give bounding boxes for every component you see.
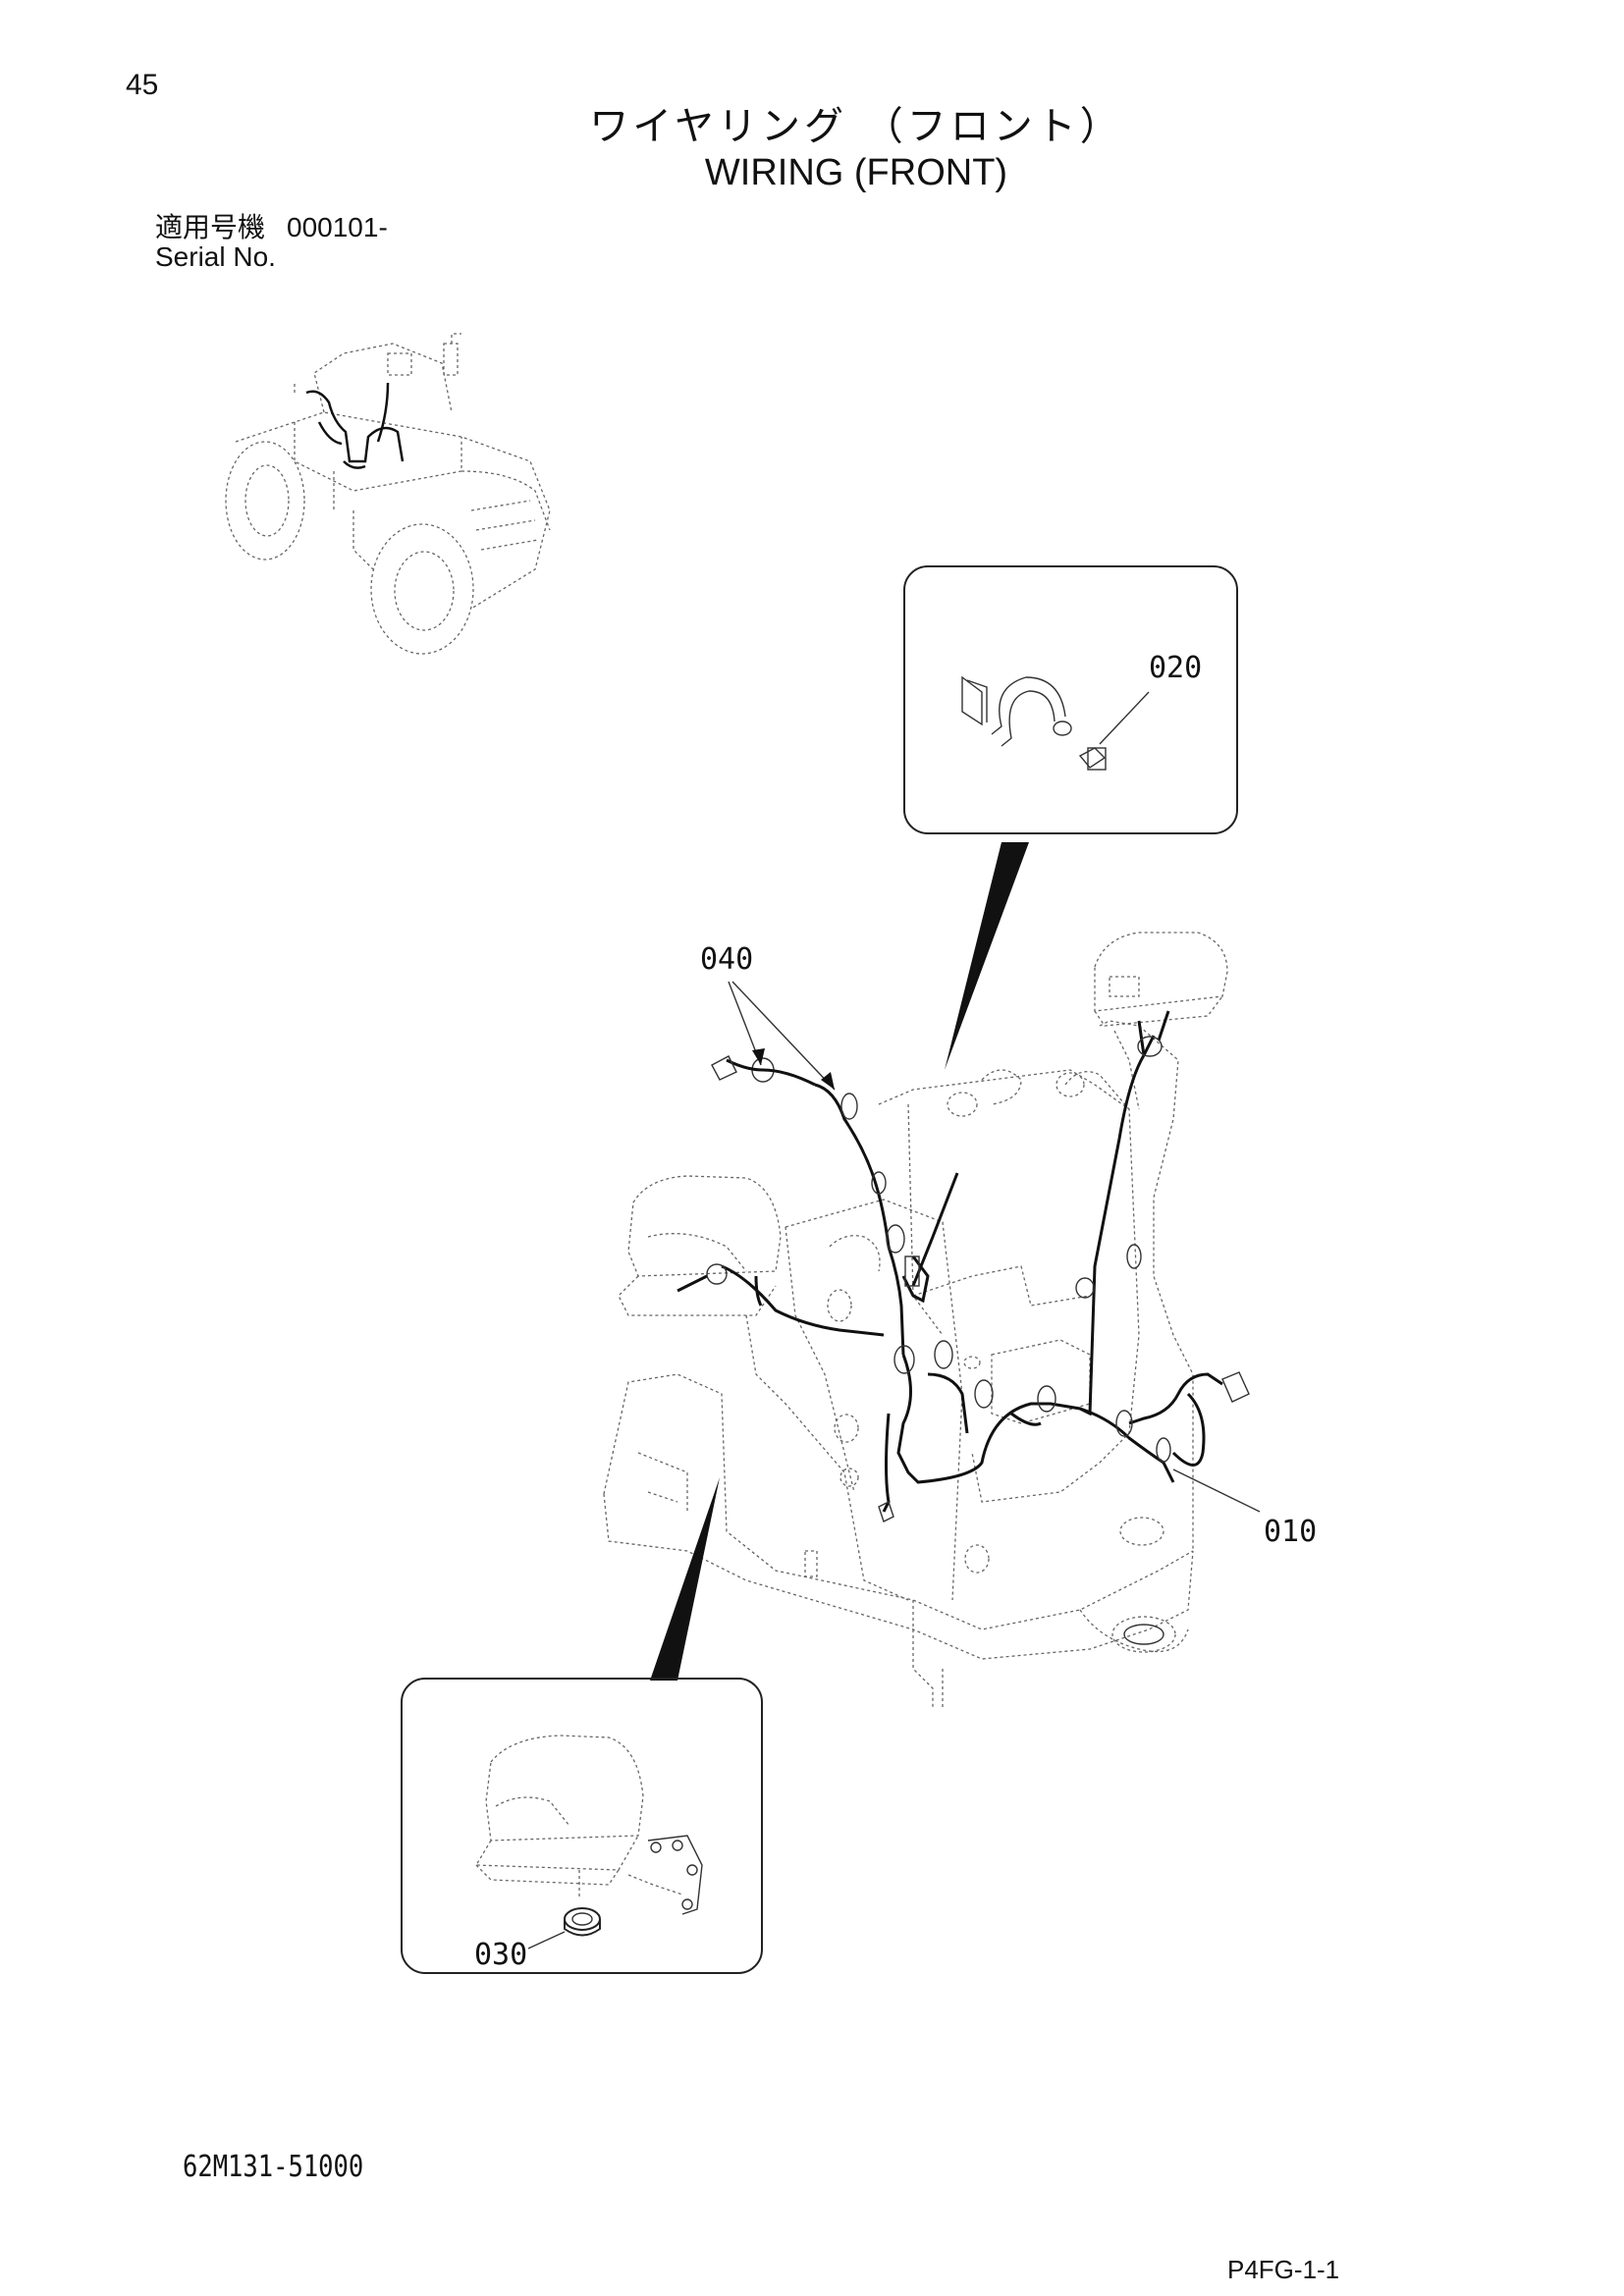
page-number: 45 [126,69,159,101]
callout-020: 020 [1149,651,1202,685]
detail-box-020: 020 [903,565,1238,834]
title-english: WIRING (FRONT) [704,152,1008,193]
serial-label-english: Serial No. [155,241,276,272]
callout-040: 040 [700,942,753,977]
callout-040-group: 040 [700,942,836,1091]
machine-overview-thumbnail [225,333,551,655]
serial-value: 000101- [287,212,388,242]
callout-010-group: 010 [1172,1468,1317,1549]
detail-pointer-030 [650,1477,720,1681]
detail-box-030: 030 [401,1678,763,1974]
serial-label-jp: 適用号機 [155,211,266,243]
callout-030: 030 [474,1938,527,1972]
detail-pointer-020 [945,842,1029,1070]
serial-row-japanese: 適用号機 000101- [155,206,388,245]
page-code: P4FG-1-1 [1227,2255,1340,2284]
wiring-harness [677,1010,1250,1522]
document-code: 62M131-51000 [183,2150,364,2184]
callout-010: 010 [1264,1515,1317,1549]
title-japanese: ワイヤリング （フロント） [589,104,1123,149]
front-frame-assembly [603,932,1228,1708]
